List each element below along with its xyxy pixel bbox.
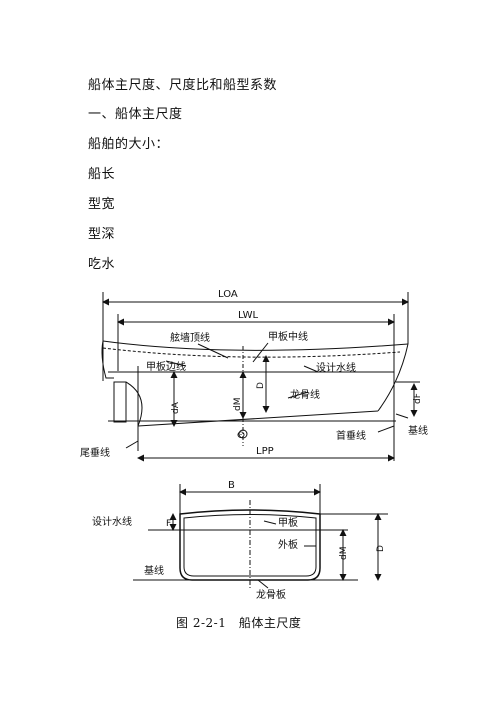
midship-icon: ⵙ [237, 431, 245, 441]
section-draft-label: dM [339, 547, 349, 560]
stern-outline [101, 340, 114, 379]
deck-edge-label: 甲板边线 [146, 360, 186, 373]
ship-profile-figure: LOA LWL 舷墙顶线 甲板中线 甲板边线 设计水线 龙骨线 dA dM D … [80, 289, 428, 462]
sheer-line [102, 340, 409, 351]
draft-fwd-label: dF [413, 393, 423, 404]
keel-line [137, 410, 379, 427]
section-baseline-label: 基线 [144, 564, 164, 577]
depth-label: D [256, 382, 266, 389]
figure-caption: 图 2-2-1 船体主尺度 [176, 616, 302, 630]
doc-title: 船体主尺度、尺度比和船型系数 [88, 78, 278, 93]
keel-line-label: 龙骨线 [290, 388, 320, 401]
lwl-label: LWL [238, 310, 259, 321]
shell-label: 外板 [278, 538, 298, 551]
draft-aft-label: dA [171, 401, 181, 414]
midship-section-figure: B F 设计水线 甲板 外板 dM D 基线 龙骨板 [92, 480, 388, 601]
freeboard-label: F [166, 519, 171, 529]
baseline-label: 基线 [408, 424, 428, 437]
item-draft: 吃水 [88, 257, 116, 272]
deck-center-label: 甲板中线 [268, 330, 308, 343]
deck-label: 甲板 [278, 516, 298, 529]
bulwark-label: 舷墙顶线 [170, 331, 210, 344]
draft-mid-label: dM [233, 398, 243, 411]
design-wl-label: 设计水线 [316, 361, 356, 374]
section-heading: 一、船体主尺度 [88, 107, 183, 122]
section-depth-label: D [376, 545, 386, 552]
item-depth: 型深 [88, 227, 116, 242]
bow-outline [377, 343, 409, 412]
intro-text: 船舶的大小： [88, 137, 170, 152]
section-outline [179, 509, 321, 581]
fwd-perp-label: 首垂线 [336, 429, 366, 442]
beam-label: B [228, 480, 235, 491]
loa-label: LOA [218, 289, 238, 300]
aft-perp-label: 尾垂线 [80, 446, 110, 459]
item-length: 船长 [88, 167, 116, 182]
item-breadth: 型宽 [88, 197, 116, 212]
lpp-label: LPP [256, 446, 274, 457]
keel-plate-label: 龙骨板 [256, 588, 286, 601]
section-wl-label: 设计水线 [92, 515, 132, 528]
